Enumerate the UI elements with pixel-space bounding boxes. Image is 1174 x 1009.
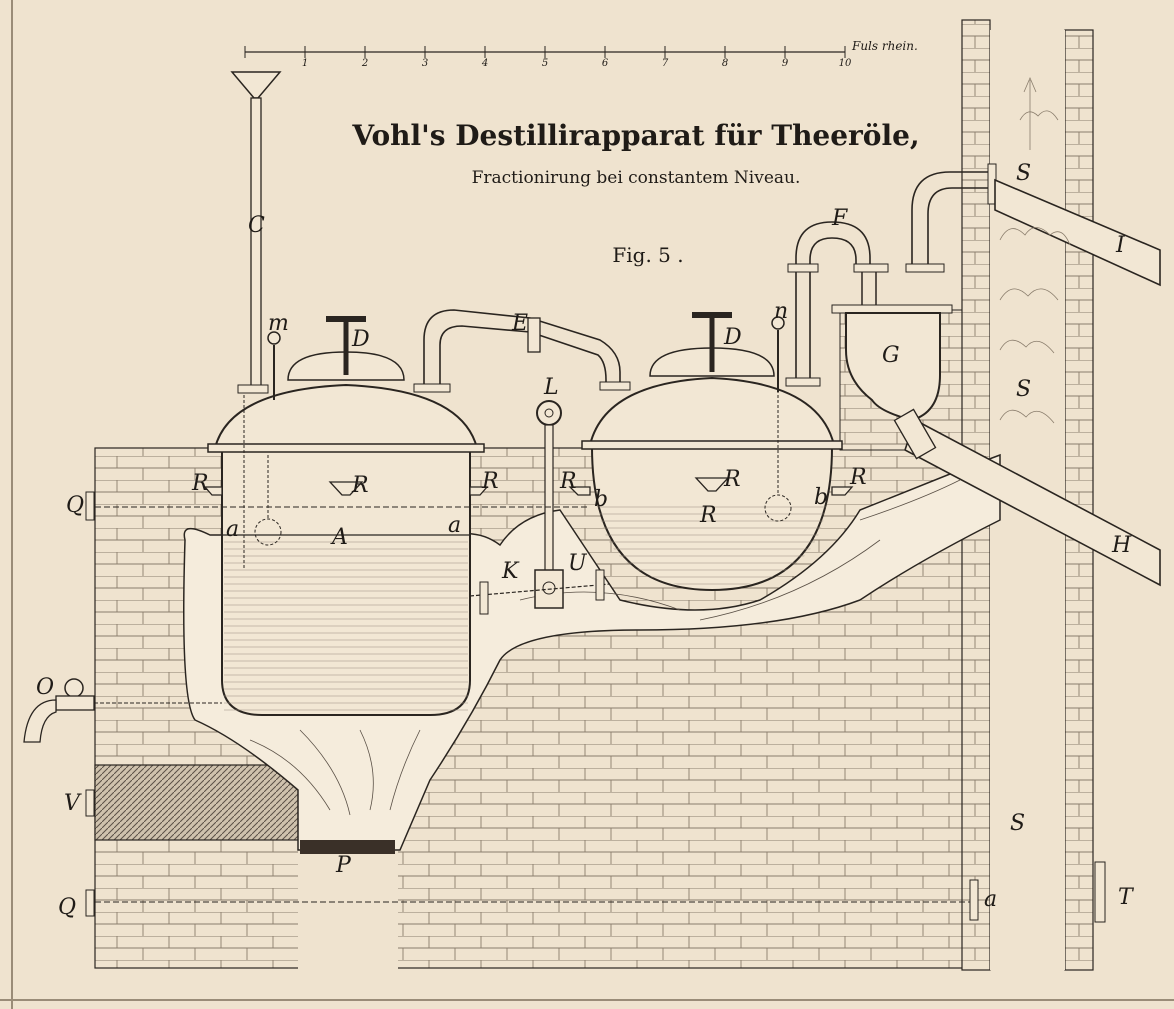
pipe-U-flange (595, 569, 605, 601)
scale-tick-label: 2 (361, 58, 368, 69)
scale-unit-label: Fuls rhein. (851, 39, 918, 53)
scale-tick-label: 8 (722, 58, 728, 69)
float-gauge-m (267, 331, 281, 400)
label-D-right: D (723, 325, 742, 350)
scale-tick-label: 6 (602, 58, 609, 69)
label-R-left-wall: R (191, 471, 209, 496)
drain-tap-O (23, 678, 222, 743)
label-A: A (330, 525, 348, 550)
label-a-right: a (448, 513, 461, 538)
label-F: F (831, 206, 848, 231)
chimney-smoke (999, 76, 1071, 424)
feed-funnel-C (230, 71, 282, 570)
scale-tick-label: 9 (782, 58, 789, 69)
label-m: m (268, 311, 289, 336)
label-S-top: S (1016, 161, 1031, 186)
still-kettle-B (581, 312, 843, 592)
label-L: L (543, 375, 559, 400)
label-T: T (1118, 885, 1135, 910)
label-n: n (774, 299, 788, 324)
fire-flames (249, 479, 961, 816)
label-R-right-wall: R (849, 465, 867, 490)
scale-bar: 1 2 3 4 5 6 7 8 9 10 Fuls rhein. (244, 39, 918, 69)
label-b-left: b (594, 487, 608, 512)
label-S-bottom: S (1010, 811, 1025, 836)
vapour-pipe-F (795, 221, 871, 385)
label-D-left: D (351, 327, 370, 352)
connecting-pipe-K (469, 583, 611, 597)
support-brackets-R (203, 486, 854, 496)
label-a-left: a (226, 517, 239, 542)
label-I: I (1115, 233, 1126, 258)
label-R-left-right: R (481, 469, 499, 494)
label-K: K (501, 559, 520, 584)
plug-Q-top (85, 491, 95, 521)
plate-title: Vohl's Destillirapparat für Theeröle, (351, 119, 919, 152)
scale-tick-label: 1 (302, 58, 308, 69)
label-R-right-cup: R (723, 467, 741, 492)
label-R-left-cup: R (351, 473, 369, 498)
label-V: V (64, 791, 82, 816)
label-E: E (511, 311, 528, 336)
pipe-K-flange (479, 581, 489, 615)
label-Q-top: Q (66, 493, 84, 518)
float-gauge-n (771, 316, 785, 392)
label-P: P (335, 853, 352, 878)
scale-tick-label: 10 (839, 58, 852, 69)
chimney-connector-pipe (911, 171, 990, 270)
label-b-right: b (814, 485, 828, 510)
door-handle-V (85, 789, 95, 817)
figure-label: Fig. 5 . (612, 243, 683, 267)
damper-T (1094, 861, 1106, 923)
plug-right (969, 879, 979, 921)
diagram-labels: C m D D E F G n L R R R R R R R A a a b … (36, 161, 1135, 920)
scale-tick-label: 5 (542, 58, 548, 69)
label-C: C (248, 213, 265, 238)
label-U: U (568, 551, 588, 576)
label-Q-bottom: Q (58, 895, 76, 920)
ash-pit-door-block (94, 764, 301, 841)
label-S-mid: S (1016, 377, 1031, 402)
fire-grate-P (300, 840, 395, 854)
label-H: H (1111, 533, 1132, 558)
plug-Q-bottom (85, 889, 95, 917)
label-R-mid: R (559, 469, 577, 494)
separator-vessel-G (831, 304, 953, 422)
scale-tick-label: 7 (662, 58, 669, 69)
pipe-E-flange (527, 317, 541, 353)
label-R-right-level: R (699, 503, 717, 528)
still-kettle-A (207, 316, 485, 716)
float-regulator-L (534, 400, 564, 609)
scale-tick-label: 4 (481, 58, 488, 69)
outlet-pipe-I (994, 178, 1161, 287)
label-q-right: a (984, 887, 997, 912)
label-O: O (36, 675, 54, 700)
scale-tick-label: 3 (422, 58, 428, 69)
plate-subtitle: Fractionirung bei constantem Niveau. (472, 168, 801, 188)
label-G: G (882, 343, 900, 368)
